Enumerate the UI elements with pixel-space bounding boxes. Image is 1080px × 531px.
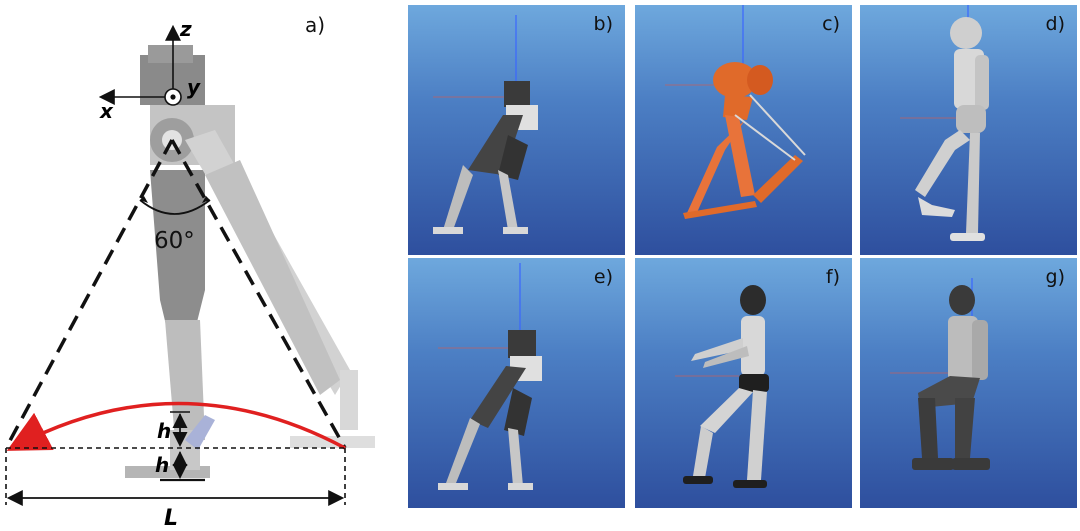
- l-dimension: [5, 448, 346, 506]
- panel-g-robot: [890, 278, 990, 470]
- panel-a-label: a): [305, 13, 325, 37]
- l-label: L: [164, 506, 178, 531]
- panel-d-robot: [900, 5, 989, 241]
- z-axis-label: z: [179, 17, 192, 41]
- panel-e-robot: [438, 263, 542, 490]
- panel-d: d): [860, 5, 1077, 255]
- x-axis-label: x: [99, 99, 114, 123]
- panel-g-label: g): [1045, 266, 1065, 288]
- h-label-upper: h: [157, 419, 171, 443]
- angle-arc: [139, 199, 211, 215]
- angle-label: 60°: [154, 228, 195, 254]
- panel-a-diagram: z y x a) 60° h h L: [4, 13, 375, 531]
- coordinate-frame: z y x: [98, 17, 201, 123]
- y-axis-label: y: [187, 75, 201, 99]
- panel-b-label: b): [593, 13, 613, 35]
- robot-silhouette: [125, 45, 375, 478]
- panel-e: e): [408, 258, 625, 508]
- panel-b-robot: [433, 15, 538, 234]
- swing-arc: [6, 401, 346, 451]
- panel-c-robot: [665, 5, 806, 219]
- panel-g: g): [860, 258, 1077, 508]
- panel-f-robot: [675, 285, 769, 488]
- panel-e-label: e): [593, 266, 613, 288]
- dashed-triangle: [4, 139, 347, 449]
- panel-f-label: f): [825, 266, 840, 288]
- panel-f: f): [635, 258, 852, 508]
- panel-c: c): [635, 5, 852, 255]
- h-dimensions: [6, 411, 345, 482]
- panel-d-label: d): [1045, 13, 1065, 35]
- h-label-lower: h: [155, 453, 169, 477]
- panel-b: b): [408, 5, 625, 255]
- panel-c-label: c): [822, 13, 840, 35]
